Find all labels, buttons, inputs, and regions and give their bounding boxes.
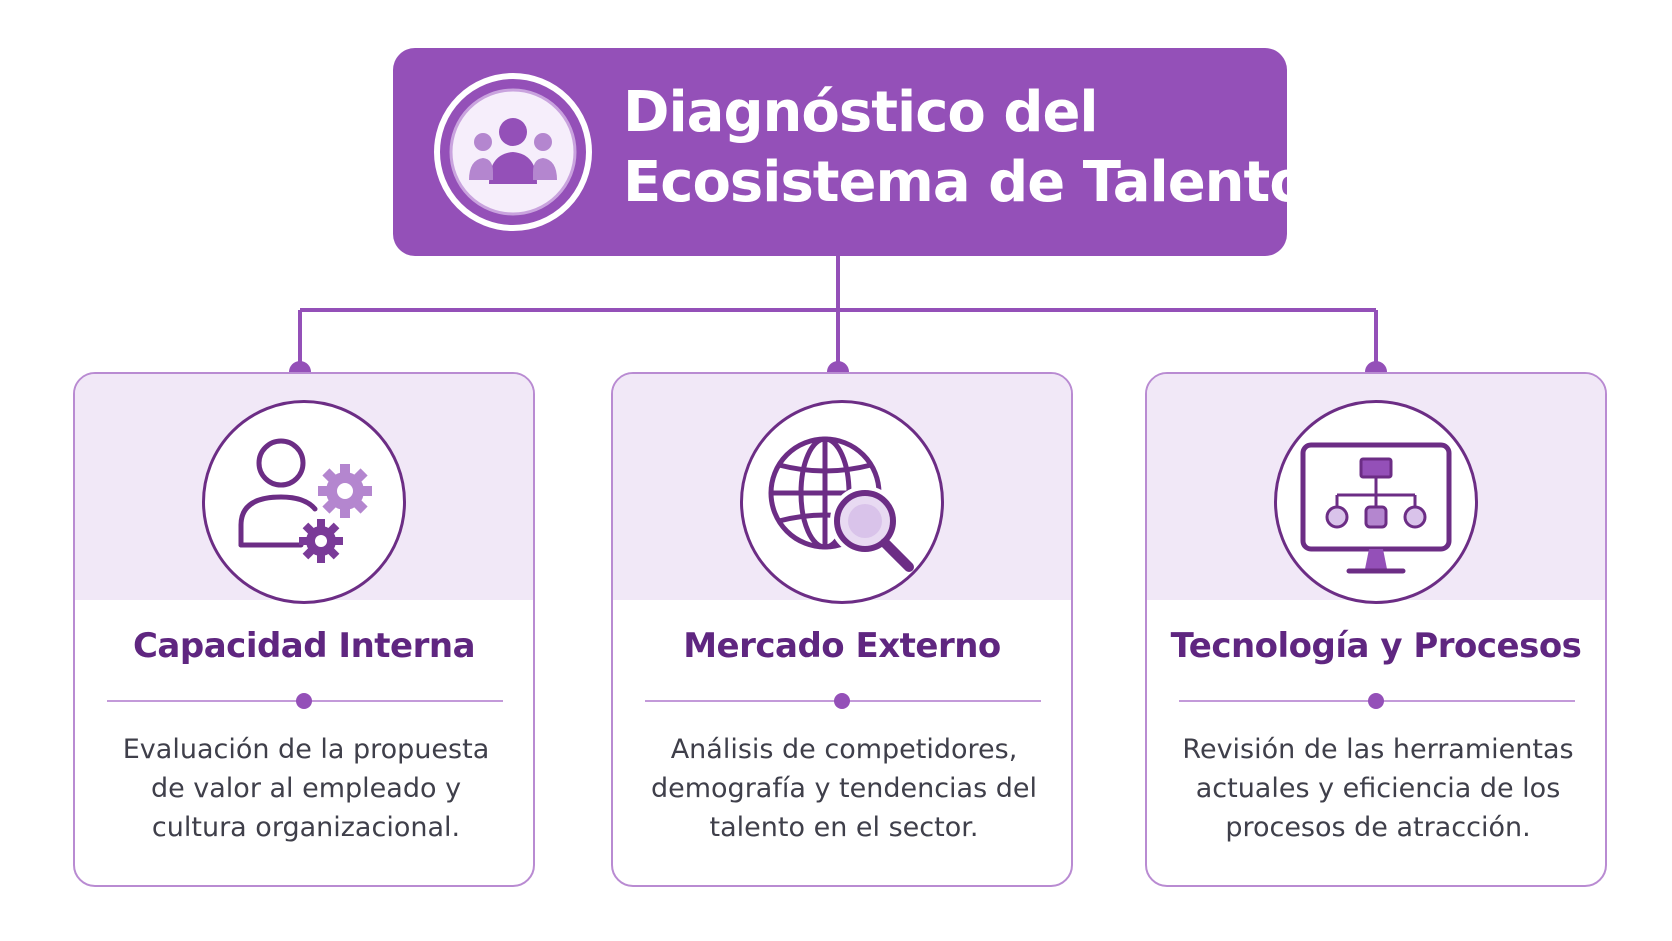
card-description: Evaluación de la propuesta de valor al e… (95, 730, 517, 847)
page-title: Diagnóstico del Ecosistema de Talento (623, 78, 1308, 218)
card-desc-line: actuales y eficiencia de los (1195, 773, 1561, 804)
card-description: Revisión de las herramientas actuales y … (1167, 730, 1589, 847)
card-title: Capacidad Interna (132, 626, 476, 666)
card-title: Mercado Externo (683, 626, 1001, 666)
users-group-icon (433, 72, 593, 232)
card-mercado-externo: Mercado Externo Análisis de competidores… (611, 372, 1073, 887)
title-line-1: Diagnóstico del (623, 80, 1099, 145)
user-gears-icon (202, 400, 406, 604)
title-line-2: Ecosistema de Talento (623, 150, 1308, 215)
card-divider-dot (296, 693, 312, 709)
card-divider-dot (834, 693, 850, 709)
card-divider-dot (1368, 693, 1384, 709)
card-desc-line: procesos de atracción. (1225, 812, 1531, 843)
card-desc-line: Revisión de las herramientas (1182, 734, 1574, 765)
card-capacidad-interna: Capacidad Interna Evaluación de la propu… (73, 372, 535, 887)
globe-search-icon (740, 400, 944, 604)
card-tecnologia-procesos: Tecnología y Procesos Revisión de las he… (1145, 372, 1607, 887)
card-desc-line: demografía y tendencias del (650, 773, 1037, 804)
card-description: Análisis de competidores, demografía y t… (633, 730, 1055, 847)
card-desc-line: Análisis de competidores, (670, 734, 1018, 765)
monitor-hierarchy-icon (1274, 400, 1478, 604)
card-title: Tecnología y Procesos (1170, 626, 1582, 666)
card-desc-line: talento en el sector. (709, 812, 979, 843)
card-desc-line: Evaluación de la propuesta (122, 734, 490, 765)
diagram-header: Diagnóstico del Ecosistema de Talento (393, 48, 1308, 256)
card-desc-line: de valor al empleado y (150, 773, 462, 804)
card-desc-line: cultura organizacional. (151, 812, 461, 843)
